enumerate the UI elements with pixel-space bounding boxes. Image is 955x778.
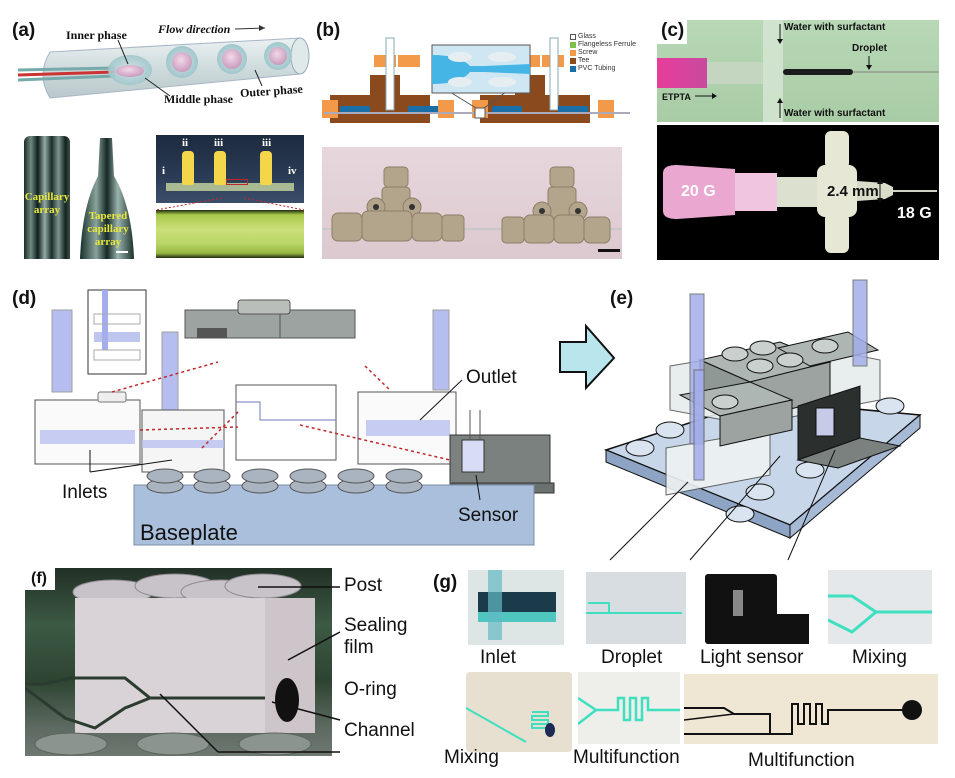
module-label-light-sensor: Light sensor — [700, 647, 804, 668]
panel-c-label: (c) — [661, 20, 685, 41]
module-mixing-photo-2 — [466, 672, 572, 752]
panel-d-label: (d) — [12, 288, 37, 309]
legend-item-tee: Tee — [570, 57, 636, 65]
panel-f-callouts — [159, 586, 341, 753]
panel-a-label: (a) — [12, 20, 36, 41]
tee-legend: Glass Flangeless Ferrule Screw Tee PVC T… — [570, 33, 636, 73]
lego-brick-photo: (f) — [25, 568, 332, 756]
channel-zoom-photo — [156, 210, 304, 258]
legend-item-pvc: PVC Tubing — [570, 65, 636, 73]
baseplate-label: Baseplate — [140, 520, 238, 545]
water-surfactant-bottom-label: Water with surfactant — [784, 108, 886, 119]
tee-fittings-photo — [322, 147, 622, 259]
capillary-array-text-2: array — [33, 204, 61, 216]
capillary-array-text-1: Capillary — [24, 191, 70, 203]
module-multifunction-photo-1 — [578, 672, 680, 744]
needle-device-photo: 20 G 2.4 mm 18 G — [657, 125, 939, 260]
flow-direction-label: Flow direction — [158, 22, 231, 36]
panel-g-label: (g) — [433, 572, 458, 593]
panel-f-label: (f) — [31, 570, 47, 587]
legend-item-ferrule: Flangeless Ferrule — [570, 41, 636, 49]
channel-label: Channel — [344, 720, 415, 741]
inner-phase-label: Inner phase — [66, 28, 127, 42]
glass-device-photo: i ii iii iii iv — [156, 135, 304, 203]
module-label-mixing-1: Mixing — [852, 647, 907, 668]
etpta-label: ETPTA — [662, 92, 691, 102]
zoom-guide-lines — [155, 197, 305, 211]
droplet-label: Droplet — [852, 43, 887, 54]
module-label-multifunction-2: Multifunction — [748, 750, 855, 771]
module-light-sensor-photo — [703, 570, 811, 645]
panel-e-label: (e) — [610, 288, 634, 309]
legend-item-screw: Screw — [570, 49, 636, 57]
module-label-inlet: Inlet — [480, 647, 516, 668]
module-label-mixing-2: Mixing — [444, 747, 499, 768]
tapered-text-3: array — [94, 236, 122, 248]
module-droplet-photo — [586, 572, 686, 644]
marker-i: i — [162, 165, 166, 177]
gap-2-4mm-label: 2.4 mm — [827, 183, 879, 200]
sealing-film-label: Sealing film — [344, 615, 408, 658]
module-multifunction-photo-2 — [684, 674, 938, 744]
capillary-array-photo: Capillary array — [24, 136, 70, 259]
inlets-label: Inlets — [62, 482, 108, 503]
tapered-text-1: Tapered — [88, 210, 128, 222]
module-inlet-photo — [468, 570, 564, 645]
exploded-lego-schematic — [34, 289, 555, 546]
tapered-text-2: capillary — [87, 223, 129, 235]
outlet-label: Outlet — [466, 367, 517, 388]
needle-18g-label: 18 G — [897, 205, 932, 222]
module-label-multifunction-1: Multifunction — [573, 747, 680, 768]
assembly-arrow-icon — [559, 323, 616, 391]
sensor-label: Sensor — [458, 505, 519, 526]
marker-iv: iv — [288, 165, 297, 177]
post-label: Post — [344, 575, 383, 596]
tee-junction-schematic — [322, 37, 630, 123]
capillary-device-schematic — [17, 25, 310, 99]
marker-iii-1: iii — [214, 137, 224, 149]
module-mixing-photo-1 — [828, 570, 932, 644]
panel-b-label: (b) — [316, 20, 341, 41]
middle-phase-label: Middle phase — [164, 92, 234, 106]
scale-bar — [598, 249, 620, 252]
tapered-capillary-array-photo — [80, 138, 134, 259]
water-surfactant-top-label: Water with surfactant — [784, 22, 886, 33]
marker-ii: ii — [182, 137, 189, 149]
marker-iii-2: iii — [262, 137, 272, 149]
needle-20g-label: 20 G — [681, 183, 716, 200]
o-ring-label: O-ring — [344, 679, 397, 700]
module-label-droplet: Droplet — [601, 647, 663, 668]
assembled-lego-device — [603, 279, 922, 561]
etpta-device-photo: (c) Water with surfactant Water with sur… — [657, 20, 939, 122]
legend-item-glass: Glass — [570, 33, 636, 41]
